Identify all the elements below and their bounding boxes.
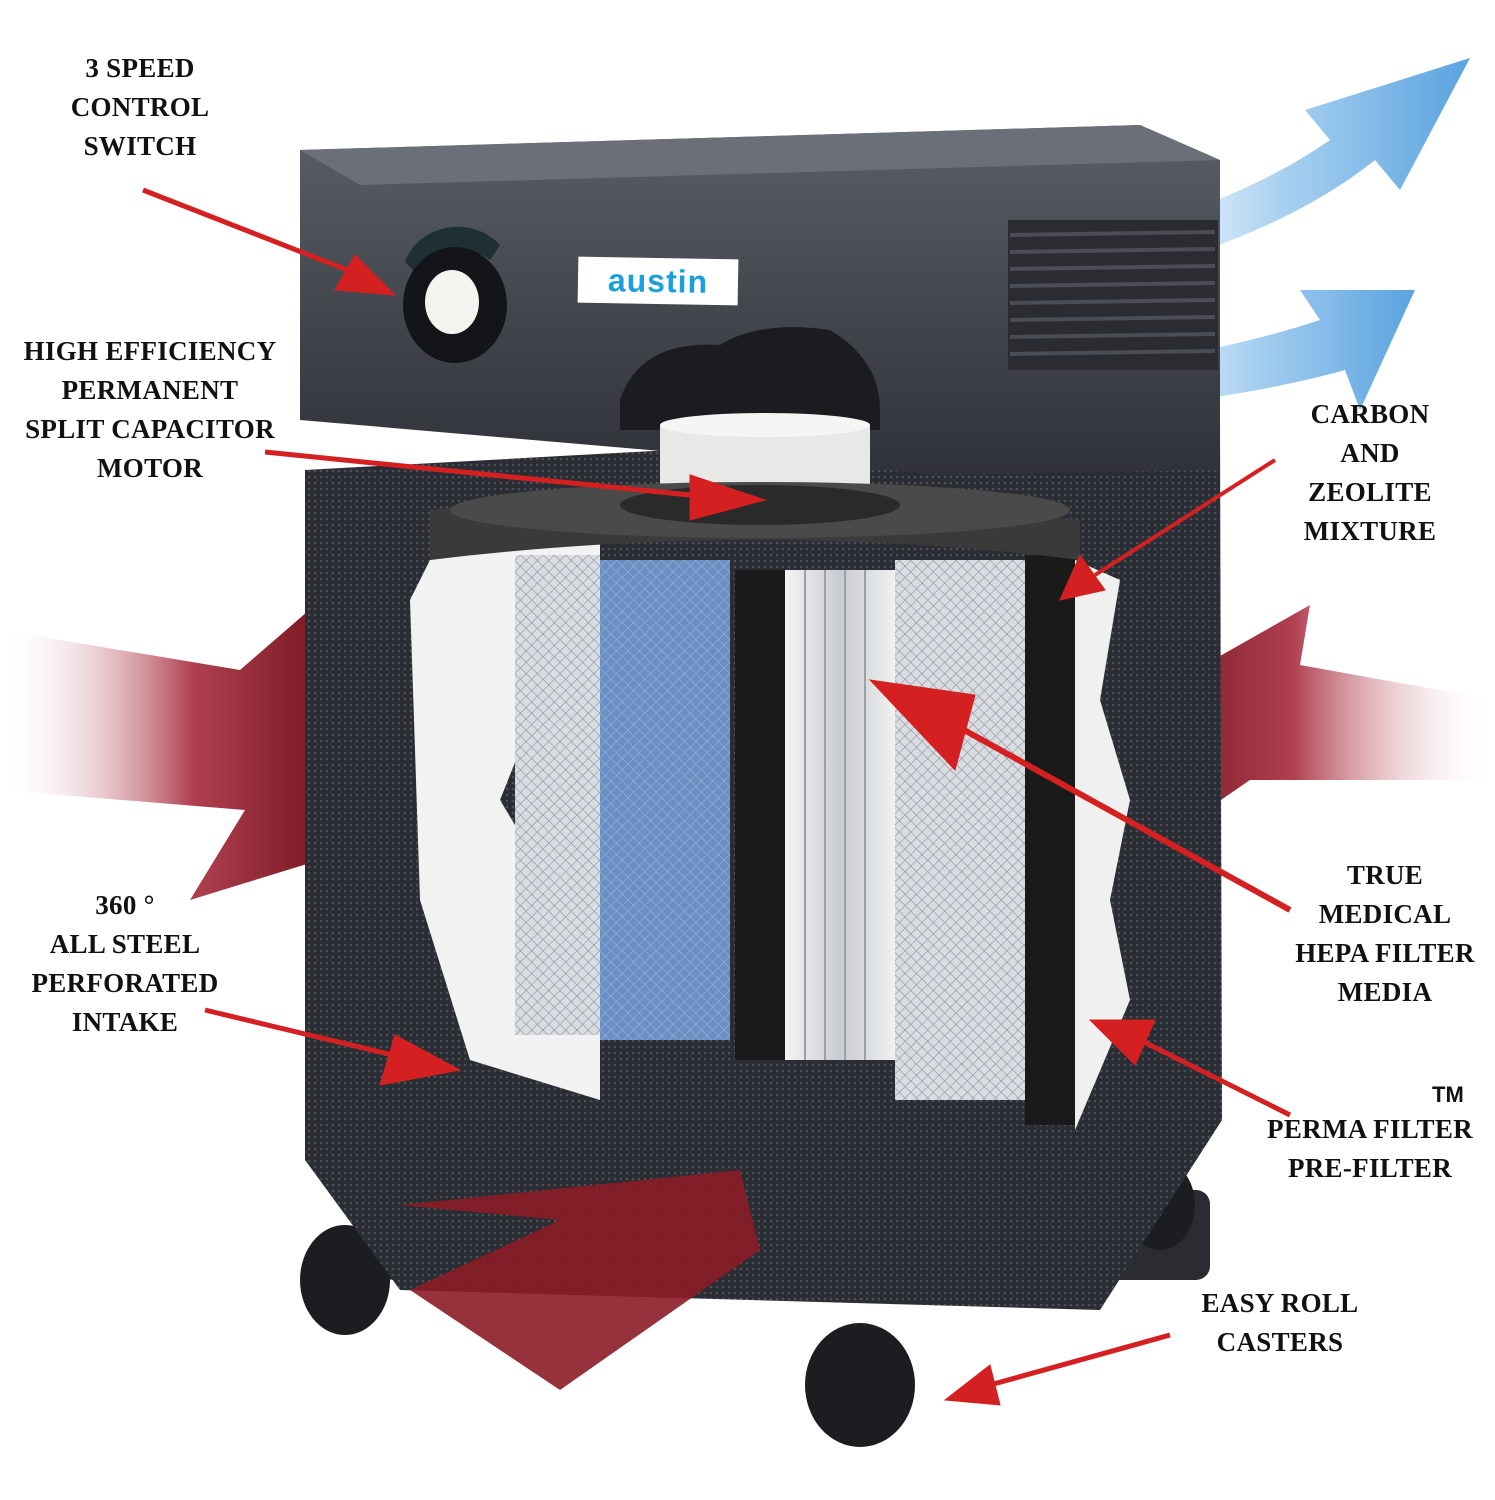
speed-control-knob	[403, 226, 507, 363]
pointer-arrows	[142, 187, 1292, 1406]
label-hepa-filter: TRUE MEDICAL HEPA FILTER MEDIA	[1295, 860, 1475, 1007]
label-carbon-zeolite: CARBON AND ZEOLITE MIXTURE	[1303, 399, 1437, 546]
top-housing	[300, 125, 1220, 475]
filter-assembly	[410, 482, 1130, 1130]
exhaust-vent	[1008, 220, 1218, 370]
label-prefilter: PERMA FILTER PRE-FILTER	[1267, 1114, 1473, 1183]
label-perforated-intake: 360 ° ALL STEEL PERFORATED INTAKE	[31, 890, 219, 1037]
brand-logo: austin	[577, 256, 739, 306]
label-speed-control-switch: 3 SPEED CONTROL SWITCH	[70, 53, 210, 161]
label-motor: HIGH EFFICIENCY PERMANENT SPLIT CAPACITO…	[23, 336, 277, 483]
trademark-mark: TM	[1432, 1082, 1464, 1107]
intake-arrow-right	[1160, 605, 1495, 835]
intake-arrow-left	[0, 605, 320, 900]
label-casters: EASY ROLL CASTERS	[1201, 1288, 1359, 1357]
intake-arrow-bottom	[400, 1170, 760, 1390]
